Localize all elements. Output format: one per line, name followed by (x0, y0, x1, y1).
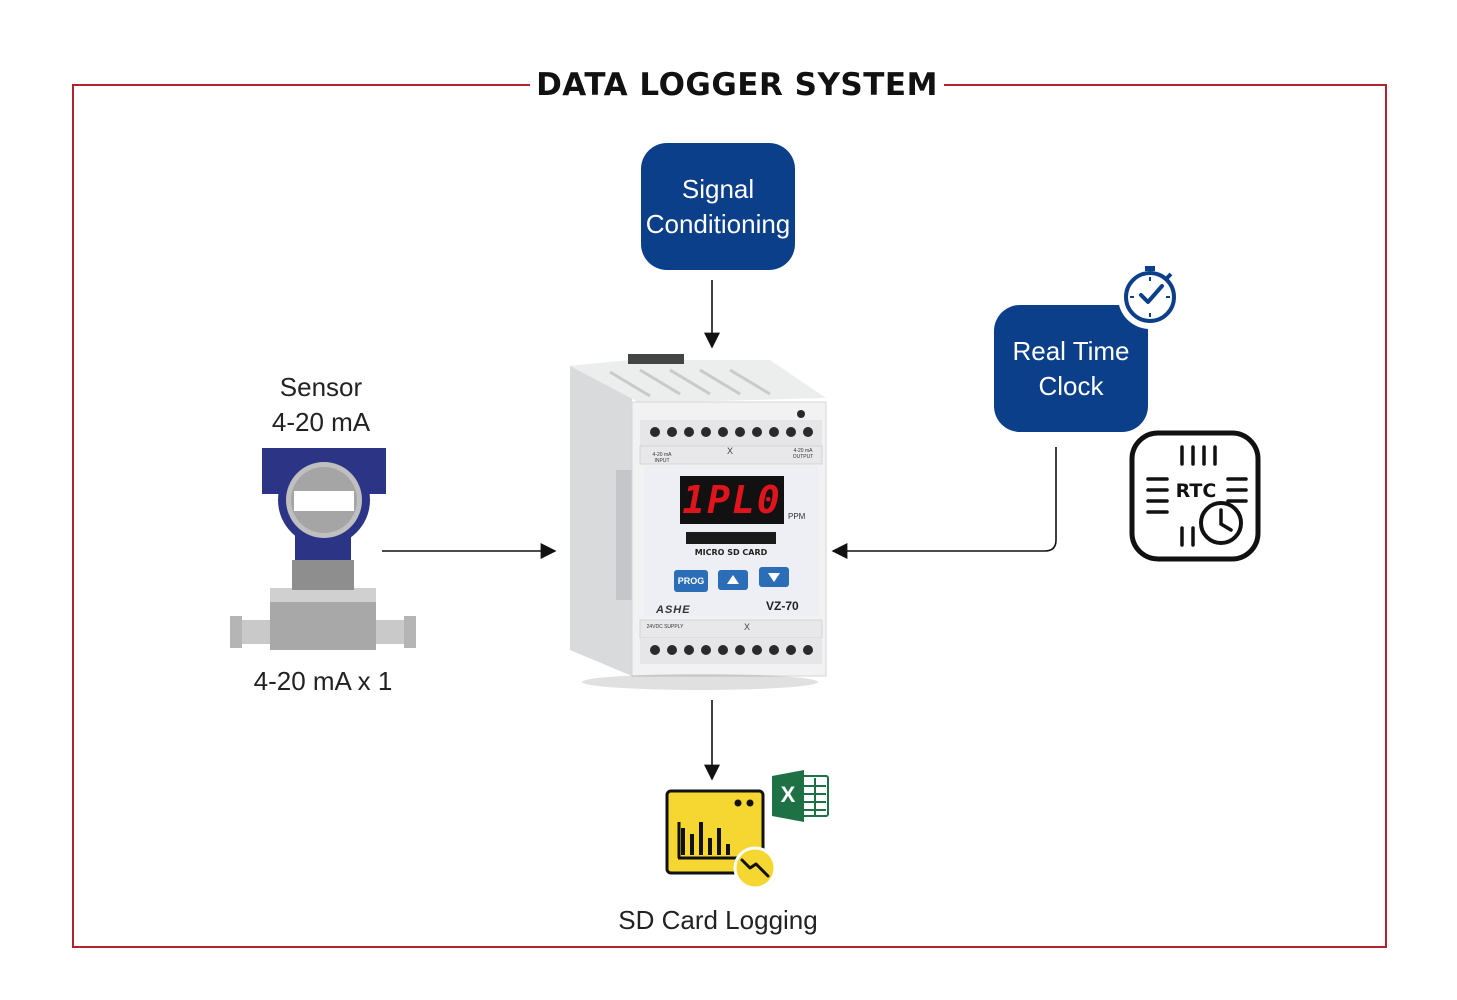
device-terminal-mark-top: X (727, 446, 734, 456)
device-input-label: 4-20 mA INPUT (652, 452, 672, 464)
sensor-label: Sensor 4-20 mA (236, 370, 406, 440)
rtc-chip-label: RTC (1175, 480, 1217, 502)
real-time-clock-box: Real Time Clock (994, 305, 1148, 432)
device-supply-label: 24VDC SUPPLY (646, 624, 684, 630)
signal-box-line2: Conditioning (645, 208, 791, 239)
sensor-label-line2: 4-20 mA (271, 407, 371, 437)
signal-conditioning-box: Signal Conditioning (641, 143, 795, 270)
sd-card-logging-caption: SD Card Logging (618, 905, 818, 935)
signal-box-line1: Signal (681, 173, 755, 204)
device-prog-button: PROG (677, 576, 705, 586)
device-unit-label: PPM (788, 512, 806, 521)
rtc-box-line1: Real Time (1012, 335, 1130, 366)
diagram-title: DATA LOGGER SYSTEM (530, 62, 944, 108)
arrow-rtc-to-device (831, 447, 1057, 559)
device-model-label: VZ-70 (766, 599, 799, 613)
device-terminal-mark-bottom: X (744, 622, 751, 632)
excel-icon-letter: X (780, 782, 796, 807)
rtc-box-line2: Clock (1038, 370, 1104, 401)
device-brand-label: ASHE (656, 604, 691, 616)
sensor-label-line1: Sensor (279, 372, 363, 402)
device-display-readout: 1PL0 (682, 478, 782, 522)
sensor-caption: 4-20 mA x 1 (253, 666, 393, 696)
device-sd-label: MICRO SD CARD (694, 548, 768, 557)
device-output-label: 4-20 mA OUTPUT (792, 448, 814, 460)
